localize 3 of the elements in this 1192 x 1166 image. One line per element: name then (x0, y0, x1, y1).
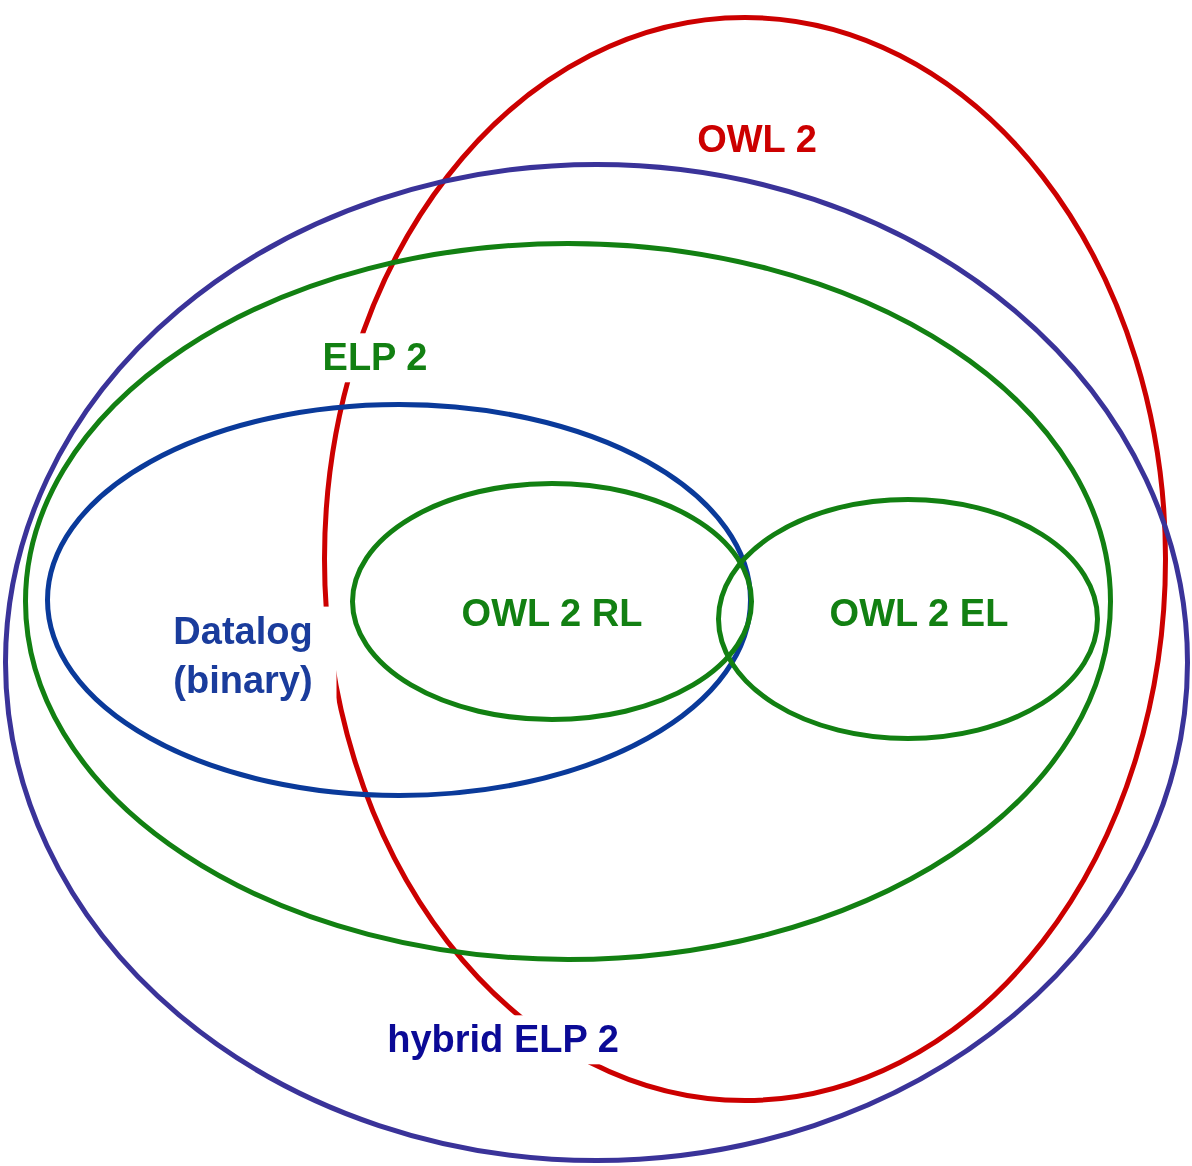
set-label: OWL 2 RL (461, 591, 643, 637)
set-label: OWL 2 EL (829, 591, 1009, 637)
set-label: OWL 2 (697, 117, 817, 163)
